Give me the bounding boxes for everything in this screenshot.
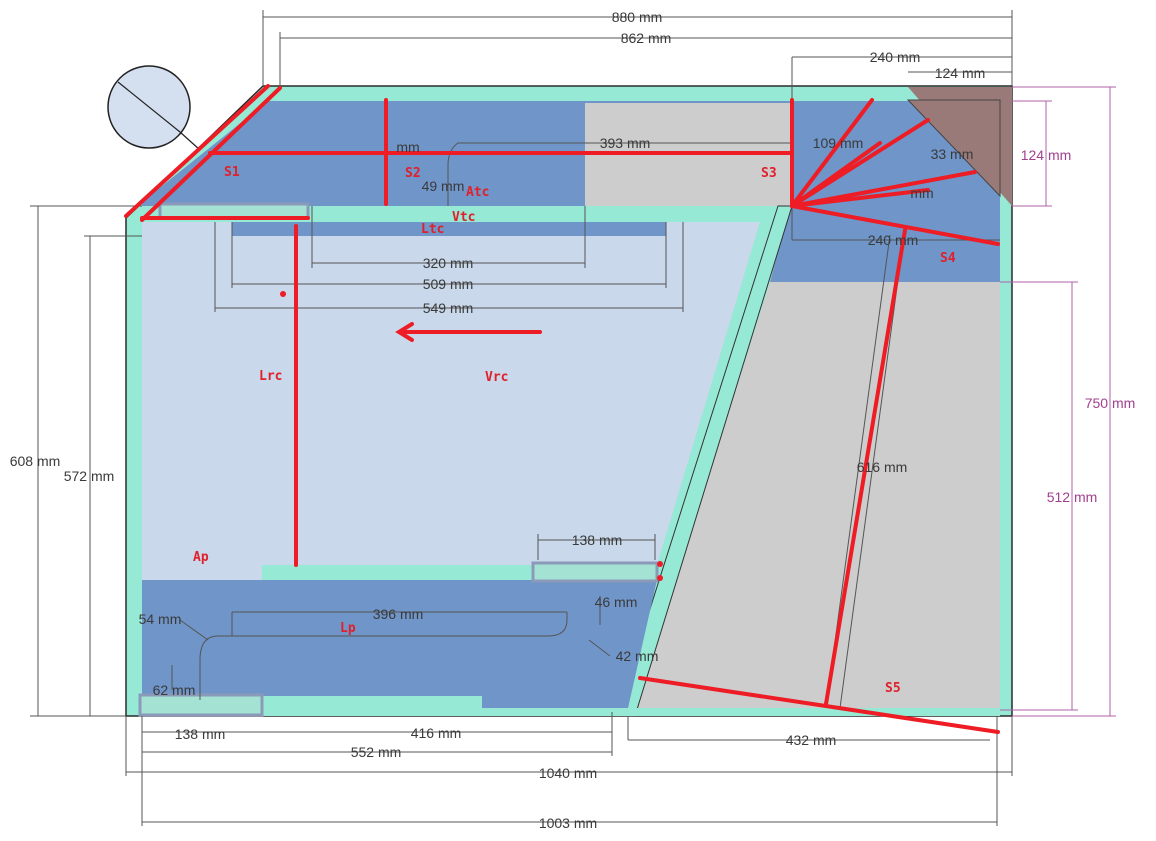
dim-549: 549 mm bbox=[423, 300, 474, 316]
dim-54: 54 mm bbox=[139, 611, 182, 627]
dim-572: 572 mm bbox=[64, 468, 115, 484]
bottom-lip bbox=[262, 696, 482, 708]
right-gray-chamber bbox=[635, 282, 1000, 708]
dim-1003: 1003 mm bbox=[539, 815, 597, 831]
section-labels: S1 S2 S3 S4 S5 Atc Vtc Ltc Lrc Vrc Ap Lp bbox=[193, 165, 956, 696]
dim-416: 416 mm bbox=[411, 725, 462, 741]
dim-432: 432 mm bbox=[786, 732, 837, 748]
pink-dimension-lines bbox=[1000, 86, 1116, 717]
mid-port bbox=[531, 561, 659, 583]
dim-138-mid: 138 mm bbox=[572, 532, 623, 548]
right-upper-chamber bbox=[770, 206, 1000, 282]
label-vtc: Vtc bbox=[452, 210, 475, 225]
dim-109: 109 mm bbox=[813, 135, 864, 151]
dim-396: 396 mm bbox=[373, 606, 424, 622]
dim-512: 512 mm bbox=[1047, 489, 1098, 505]
dim-240-top: 240 mm bbox=[870, 49, 921, 65]
left-arrow-icon bbox=[395, 322, 414, 342]
bottom-base bbox=[142, 708, 1000, 716]
label-s3: S3 bbox=[761, 166, 777, 181]
speaker-driver-icon bbox=[107, 65, 201, 151]
red-annotations bbox=[124, 84, 1000, 734]
dim-49: 49 mm bbox=[422, 178, 465, 194]
dim-509: 509 mm bbox=[423, 276, 474, 292]
label-lrc: Lrc bbox=[259, 369, 282, 384]
dim-862: 862 mm bbox=[621, 30, 672, 46]
main-chamber bbox=[142, 222, 760, 565]
bottom-port-chamber bbox=[142, 580, 657, 708]
label-atc: Atc bbox=[466, 185, 489, 200]
dim-240-mid: 240 mm bbox=[868, 232, 919, 248]
dim-552: 552 mm bbox=[351, 744, 402, 760]
dim-608: 608 mm bbox=[10, 453, 61, 469]
dim-750: 750 mm bbox=[1085, 395, 1136, 411]
dim-42: 42 mm bbox=[616, 648, 659, 664]
label-s2: S2 bbox=[405, 166, 421, 181]
dim-880: 880 mm bbox=[612, 9, 663, 25]
dim-124-right: 124 mm bbox=[1021, 147, 1072, 163]
dimension-labels: 880 mm 862 mm 240 mm 124 mm 393 mm 109 m… bbox=[10, 9, 1136, 831]
dim-320: 320 mm bbox=[423, 255, 474, 271]
dim-393: 393 mm bbox=[600, 135, 651, 151]
dim-1040: 1040 mm bbox=[539, 765, 597, 781]
dim-46: 46 mm bbox=[595, 594, 638, 610]
top-duct bbox=[232, 222, 666, 236]
label-s1: S1 bbox=[224, 165, 240, 180]
bottom-port bbox=[138, 693, 264, 717]
label-ap: Ap bbox=[193, 550, 209, 565]
dim-33: 33 mm bbox=[931, 146, 974, 162]
top-port bbox=[158, 202, 310, 220]
label-s5: S5 bbox=[885, 681, 901, 696]
dim-124-top: 124 mm bbox=[935, 65, 986, 81]
label-s4: S4 bbox=[940, 251, 956, 266]
dim-62: 62 mm bbox=[153, 682, 196, 698]
label-lp: Lp bbox=[340, 621, 356, 636]
dim-mm-s2: mm bbox=[396, 139, 419, 155]
label-ltc: Ltc bbox=[421, 222, 444, 237]
dim-138-bottom: 138 mm bbox=[175, 726, 226, 742]
dim-mm-s3: mm bbox=[910, 185, 933, 201]
dim-616: 616 mm bbox=[857, 459, 908, 475]
ap-block bbox=[142, 565, 262, 580]
label-vrc: Vrc bbox=[485, 370, 508, 385]
